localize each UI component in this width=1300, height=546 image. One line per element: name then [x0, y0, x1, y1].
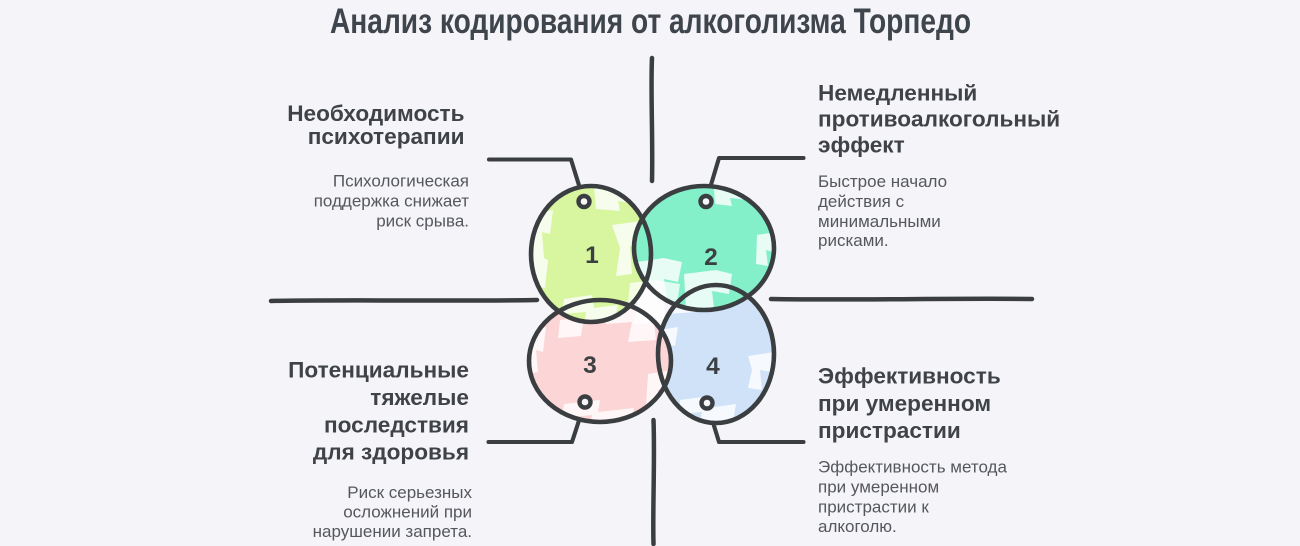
- svg-text:последствия: последствия: [324, 413, 469, 438]
- svg-text:Эффективность: Эффективность: [818, 363, 1001, 388]
- svg-text:психотерапии: психотерапии: [308, 124, 465, 149]
- svg-text:пристрастии к: пристрастии к: [818, 497, 929, 516]
- svg-text:рисками.: рисками.: [818, 231, 889, 250]
- svg-text:минимальными: минимальными: [818, 212, 941, 231]
- svg-text:при умеренном: при умеренном: [818, 478, 939, 497]
- svg-text:1: 1: [585, 242, 599, 269]
- svg-text:Психологическая: Психологическая: [333, 172, 469, 191]
- svg-text:алкоголю.: алкоголю.: [818, 517, 897, 536]
- svg-text:Необходимость: Необходимость: [287, 101, 464, 126]
- svg-text:для здоровья: для здоровья: [313, 439, 469, 464]
- svg-text:3: 3: [583, 352, 597, 379]
- svg-text:противоалкогольный: противоалкогольный: [818, 107, 1060, 132]
- svg-text:эффект: эффект: [818, 132, 905, 157]
- svg-text:действия с: действия с: [818, 192, 905, 211]
- svg-text:тяжелые: тяжелые: [370, 385, 469, 410]
- svg-text:Потенциальные: Потенциальные: [288, 358, 469, 383]
- svg-text:2: 2: [704, 244, 718, 271]
- svg-text:пристрастии: пристрастии: [818, 418, 961, 443]
- svg-text:Немедленный: Немедленный: [818, 80, 977, 105]
- svg-text:Анализ кодирования от алкоголи: Анализ кодирования от алкоголизма Торпед…: [330, 2, 971, 41]
- svg-text:Риск серьезных: Риск серьезных: [347, 483, 472, 502]
- svg-text:Эффективность метода: Эффективность метода: [818, 457, 1007, 476]
- svg-text:при умеренном: при умеренном: [818, 391, 991, 416]
- svg-text:осложнений при: осложнений при: [343, 503, 472, 522]
- svg-text:нарушении запрета.: нарушении запрета.: [313, 522, 472, 541]
- svg-text:4: 4: [706, 353, 720, 380]
- svg-text:поддержка снижает: поддержка снижает: [314, 192, 469, 211]
- svg-text:риск срыва.: риск срыва.: [376, 211, 469, 230]
- svg-text:Быстрое начало: Быстрое начало: [818, 172, 947, 191]
